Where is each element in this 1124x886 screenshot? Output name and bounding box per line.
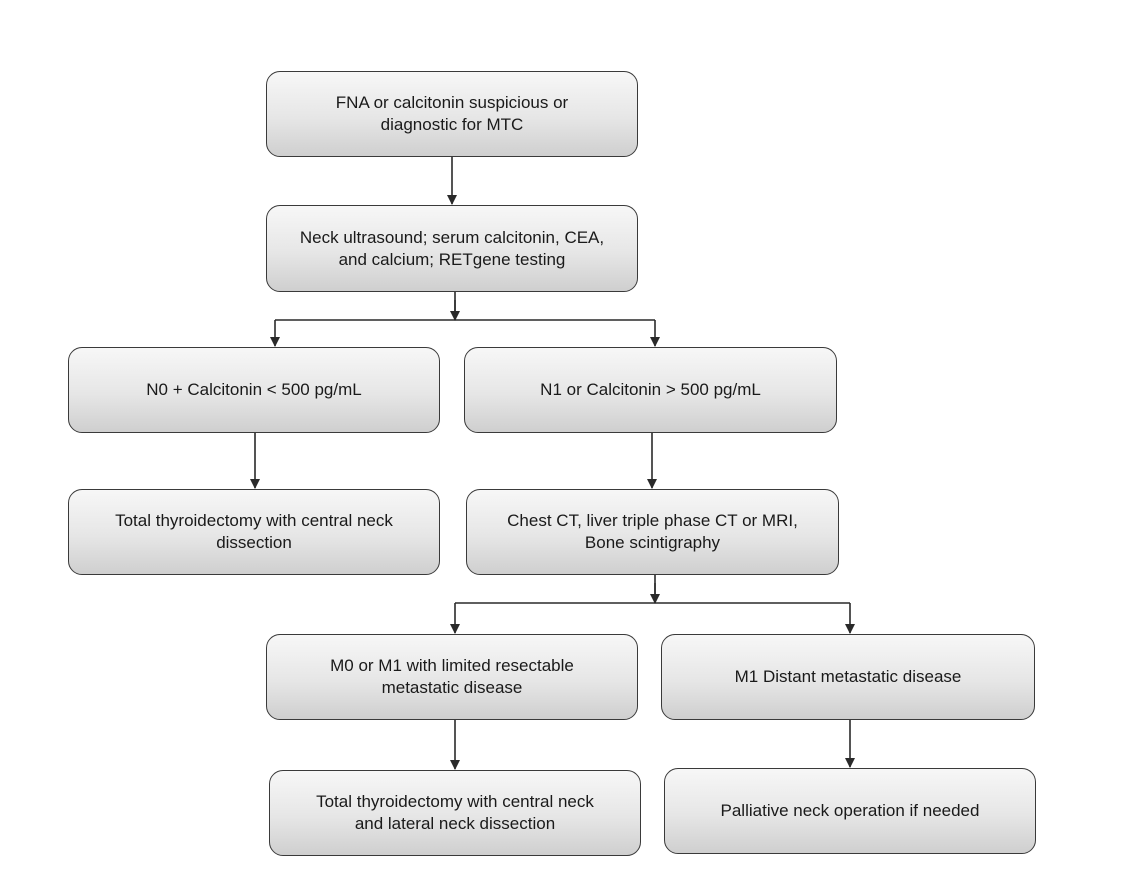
node-n0: N0 + Calcitonin < 500 pg/mL (68, 347, 440, 433)
node-workup: Neck ultrasound; serum calcitonin, CEA, … (266, 205, 638, 292)
node-m1: M1 Distant metastatic disease (661, 634, 1035, 720)
node-palliative: Palliative neck operation if needed (664, 768, 1036, 854)
node-n0-label: N0 + Calcitonin < 500 pg/mL (146, 380, 362, 399)
node-workup-label: Neck ultrasound; serum calcitonin, CEA, … (299, 227, 605, 269)
node-n1: N1 or Calcitonin > 500 pg/mL (464, 347, 837, 433)
node-total-lateral-label: Total thyroidectomy with central neck an… (316, 792, 594, 833)
node-fna-calcitonin-label: FNA or calcitonin suspicious or diagnost… (335, 93, 569, 134)
node-n1-label: N1 or Calcitonin > 500 pg/mL (540, 380, 761, 399)
node-m0: M0 or M1 with limited resectable metasta… (266, 634, 638, 720)
node-m1-label: M1 Distant metastatic disease (734, 667, 962, 686)
node-imaging: Chest CT, liver triple phase CT or MRI, … (466, 489, 839, 575)
node-imaging-label: Chest CT, liver triple phase CT or MRI, … (507, 511, 798, 552)
node-total-lateral: Total thyroidectomy with central neck an… (269, 770, 641, 856)
node-fna-calcitonin: FNA or calcitonin suspicious or diagnost… (266, 71, 638, 157)
node-total-central: Total thyroidectomy with central neck di… (68, 489, 440, 575)
node-palliative-label: Palliative neck operation if needed (720, 801, 980, 820)
node-m0-label: M0 or M1 with limited resectable metasta… (330, 656, 574, 697)
node-total-central-label: Total thyroidectomy with central neck di… (115, 511, 393, 552)
